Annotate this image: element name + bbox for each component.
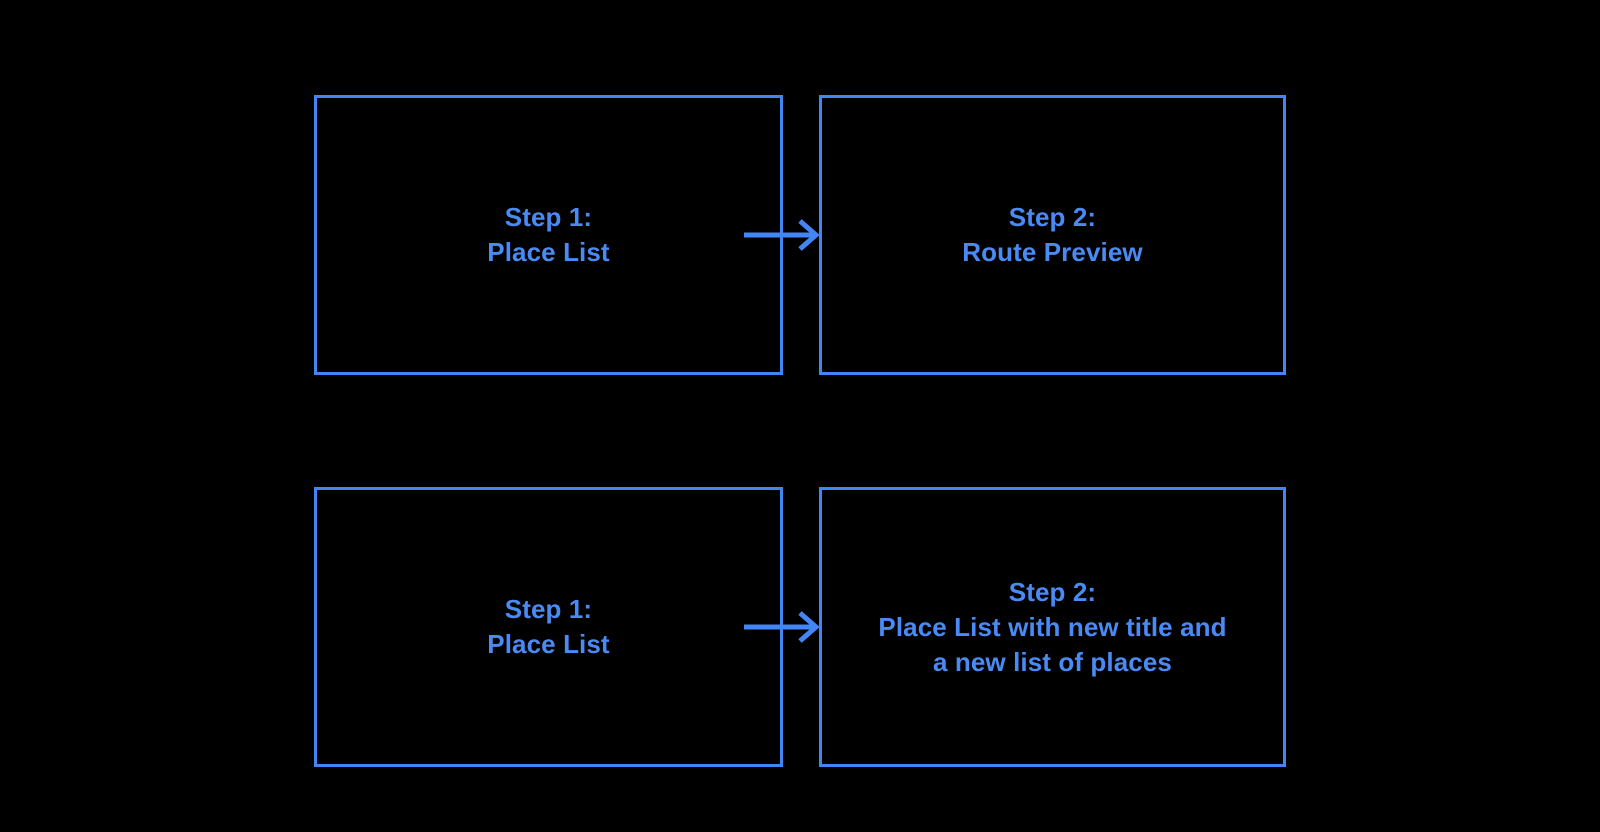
flow-row-new-place-list: Step 1: Place List Step 2: Place List wi… [0, 487, 1600, 767]
step-label-line-1: Step 1: [504, 202, 593, 232]
step-box-label: Step 2: Route Preview [962, 200, 1142, 270]
step-label-line-1: Step 2: [1008, 576, 1097, 607]
step-box-label: Step 1: Place List [487, 200, 609, 270]
step-label-line-1: Step 2: [1008, 202, 1097, 232]
step-box-2-route-preview[interactable]: Step 2: Route Preview [819, 95, 1286, 375]
step-box-label: Step 1: Place List [487, 592, 609, 662]
step-label-line-2: Place List [487, 237, 610, 267]
step-label-line-2: Place List with new title and [878, 611, 1227, 642]
flow-row-route-preview: Step 1: Place List Step 2: Route Preview [0, 95, 1600, 375]
step-box-1-route-preview[interactable]: Step 1: Place List [314, 95, 783, 375]
step-box-label: Step 2: Place List with new title and a … [878, 575, 1226, 680]
step-label-line-2: Route Preview [962, 237, 1143, 267]
step-box-1-new-place-list[interactable]: Step 1: Place List [314, 487, 783, 767]
step-box-2-new-place-list[interactable]: Step 2: Place List with new title and a … [819, 487, 1286, 767]
step-label-line-2: Place List [487, 629, 610, 659]
step-label-line-1: Step 1: [504, 594, 593, 624]
step-label-line-3: a new list of places [933, 646, 1172, 677]
